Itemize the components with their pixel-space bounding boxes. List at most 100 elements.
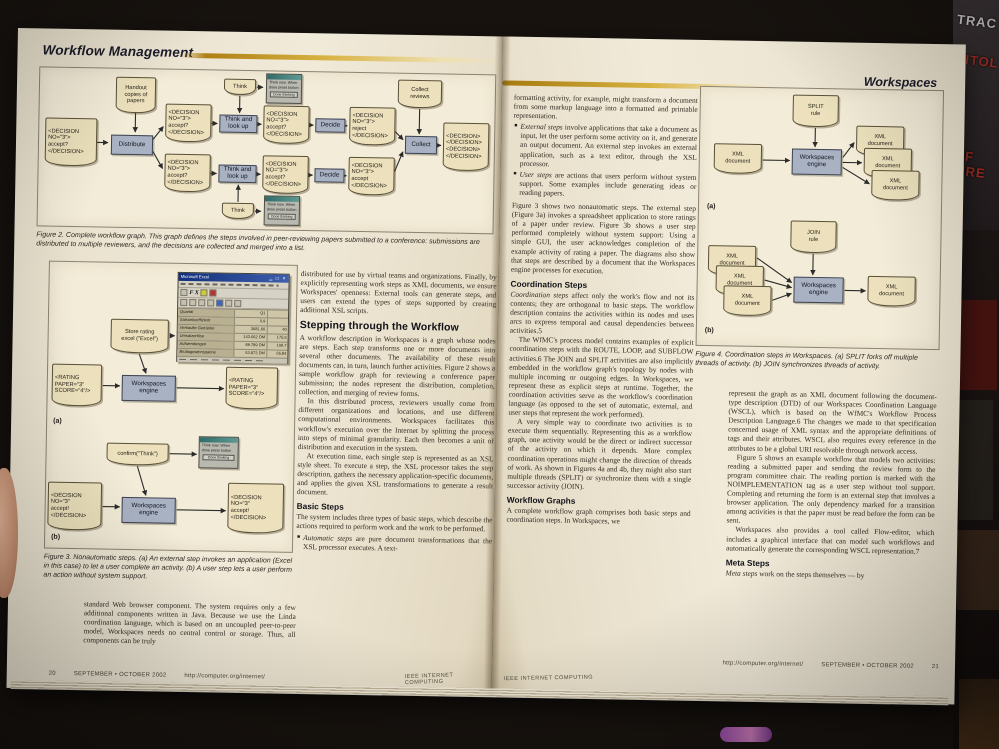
cell: 53.873 DM xyxy=(233,349,268,358)
decision-doc-node: <DECISION NO="3"> accept? </DECISION> xyxy=(44,117,98,167)
xml-doc-node: XML document xyxy=(867,275,916,307)
done-thinking-button: Done thinking xyxy=(202,454,235,462)
collect-reviews-doc-node: Collect reviews xyxy=(397,79,443,109)
left-page-footer: 20 SEPTEMBER • OCTOBER 2002 http://compu… xyxy=(49,671,281,681)
decision-reject-doc-node: <DECISION NO="3"> reject </DECISION> xyxy=(349,106,396,146)
paragraph: represent the graph as an XML document f… xyxy=(727,388,937,456)
xml-doc-node: XML document xyxy=(871,169,920,201)
holding-finger xyxy=(0,468,18,598)
fill-color-icon xyxy=(200,289,208,297)
cell: Umsatzerlöse xyxy=(177,332,235,341)
cell: Verkaufte Getränke xyxy=(177,324,235,333)
rating-doc-node: <RATING PAPER="3" SCORE="4"/> xyxy=(51,363,103,407)
new-icon xyxy=(180,298,188,306)
join-rule-doc-node: JOIN rule xyxy=(790,220,837,254)
handout-doc-node: Handout copies of papers xyxy=(115,76,157,114)
right-page: Workspaces formatting activity, for exam… xyxy=(491,36,966,705)
issue-date: SEPTEMBER • OCTOBER 2002 xyxy=(821,662,914,670)
page-number: 21 xyxy=(931,664,940,671)
journal-url: http://computer.org/internet/ xyxy=(722,660,804,668)
bullet-square-icon: ■ xyxy=(513,171,517,177)
dialog-message: Think now. When done press button xyxy=(266,202,297,212)
subfigure-label-b: (b) xyxy=(704,327,714,335)
left-column-text: formatting activity, for example, might … xyxy=(506,93,697,527)
left-page: Workflow Management xyxy=(6,28,503,697)
comic-spine xyxy=(959,400,993,520)
paragraph: A complete workflow graph comprises both… xyxy=(506,505,691,526)
wood-shelf-corner xyxy=(959,679,999,749)
think-lookup-step-node: Think and look up xyxy=(218,164,257,184)
cell: 65,84 xyxy=(276,350,287,356)
bullet-item: ■ External steps involve applications th… xyxy=(514,122,697,171)
distribute-step-node: Distribute xyxy=(110,134,154,156)
comic-spine xyxy=(957,530,999,610)
split-rule-doc-node: SPLIT rule xyxy=(792,94,839,128)
figure4-arrows xyxy=(756,127,870,301)
think-dialog-window: Think now. When done press button Done t… xyxy=(198,436,239,469)
gold-swoosh xyxy=(180,52,499,64)
dialog-message: Think now. When done press button xyxy=(268,80,299,90)
decide-step-node: Decide xyxy=(315,118,346,133)
decision-doc-node: <DECISION NO="3" accept! </DECISION> xyxy=(47,481,103,531)
issue-date: SEPTEMBER • OCTOBER 2002 xyxy=(73,671,167,679)
excel-title-text: Microsoft Excel xyxy=(180,273,210,280)
collect-step-node: Collect xyxy=(404,135,438,155)
subfigure-label-b: (b) xyxy=(51,533,61,541)
decision-doc-node: <DECISION NO="3"> accept? </DECISION> xyxy=(263,105,310,145)
workspaces-engine-node: Workspaces engine xyxy=(793,276,844,304)
paragraph: distributed for use by virtual teams and… xyxy=(300,268,497,316)
xml-doc-node: XML document xyxy=(713,143,763,174)
print-icon xyxy=(207,299,215,307)
paragraph-lead: Meta steps xyxy=(725,568,758,578)
cell: 3681,66 xyxy=(234,325,269,334)
paragraph: Workspaces also provides a tool called F… xyxy=(725,525,935,556)
workspaces-engine-node: Workspaces engine xyxy=(121,374,176,402)
decide-step-node: Decide xyxy=(314,168,345,183)
xml-doc-node: XML document xyxy=(723,285,772,317)
subfigure-label-a: (a) xyxy=(53,417,62,425)
bullet-text: Automatic steps are pure document transf… xyxy=(303,533,492,554)
figure3-arrows xyxy=(102,332,227,514)
journal-brand: IEEE INTERNET COMPUTING xyxy=(503,674,594,683)
figure2-arrows xyxy=(97,84,442,214)
cell: 40 xyxy=(282,326,287,332)
cell xyxy=(268,318,288,325)
section-title: Workspaces xyxy=(863,74,938,91)
workspaces-engine-node: Workspaces engine xyxy=(791,148,843,176)
done-thinking-button: Done thinking xyxy=(269,91,299,99)
paste-icon xyxy=(216,299,224,307)
workspaces-engine-node: Workspaces engine xyxy=(121,496,176,524)
rating-doc-node: <RATING PAPER="3" SCORE="4"/> xyxy=(225,366,279,410)
pink-object xyxy=(720,727,772,742)
left-column-text: standard Web browser component. The syst… xyxy=(83,599,296,648)
decision-doc-node: <DECISION NO="3"> accept? </DECISION> xyxy=(164,153,211,193)
cell: Quartal xyxy=(178,308,235,317)
paragraph: A very simple way to coordinate two acti… xyxy=(507,416,693,491)
paragraph: Coordination steps affect only the work'… xyxy=(510,290,695,339)
decision-accept-doc-node: <DECISION NO="3"> accept </DECISION> xyxy=(348,156,395,196)
paragraph: Figure 5 shows an example workflow that … xyxy=(726,452,936,525)
bullet-square-icon: ■ xyxy=(514,123,518,130)
bullet-item: ■ Automatic steps are pure document tran… xyxy=(297,532,492,554)
journal-brand: IEEE INTERNET COMPUTING xyxy=(404,672,454,687)
think-lookup-step-node: Think and look up xyxy=(219,114,258,134)
right-column-text: distributed for use by virtual teams and… xyxy=(296,269,497,556)
figure2-workflow-graph: Handout copies of papers <DECISION NO="3… xyxy=(36,66,497,235)
think-doc-node: Think xyxy=(221,202,254,220)
figure3-caption: Figure 3. Nonautomatic steps. (a) An ext… xyxy=(43,553,293,581)
bullet-item: ■ User steps are actions that users perf… xyxy=(513,169,696,199)
bullet-text: User steps are actions that users perfor… xyxy=(519,170,696,200)
figure4-caption: Figure 4. Coordination steps in Workspac… xyxy=(695,350,918,371)
toolbar-icon xyxy=(180,288,188,296)
figure2-caption: Figure 2. Complete workflow graph. This … xyxy=(36,231,480,253)
figure3-nonautomatic-steps: Microsoft Excel▁ ▢ ✕ F X xyxy=(43,260,298,553)
cell: 109,7 xyxy=(276,342,287,348)
cell: 143.662 DM xyxy=(234,333,269,342)
cut-icon xyxy=(225,299,233,307)
paragraph: formatting activity, for example, might … xyxy=(513,92,698,121)
cell: 89.789 DM xyxy=(233,341,269,350)
cell xyxy=(268,310,288,317)
decision-list-doc-node: <DECISION> </DECISION> <DECISION> </DECI… xyxy=(442,122,490,172)
